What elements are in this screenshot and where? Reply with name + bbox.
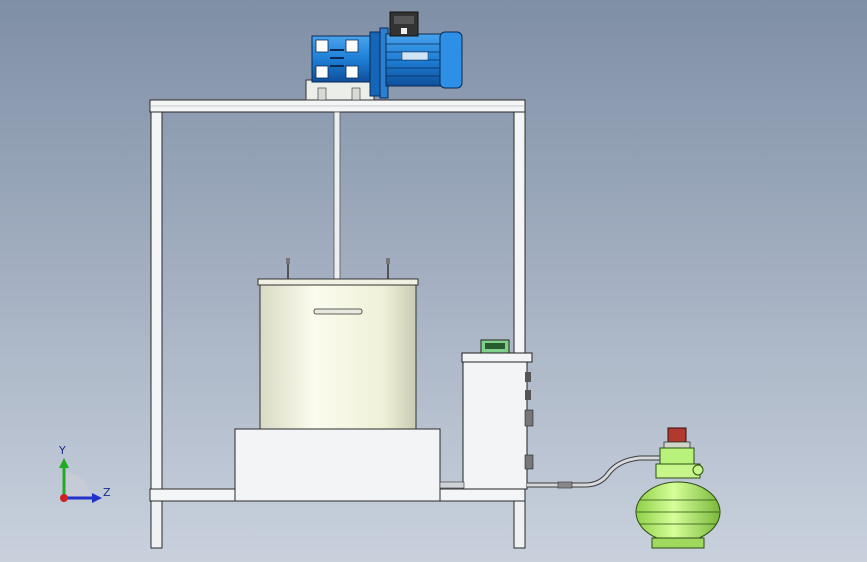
hose [527, 455, 660, 489]
side-pump [635, 427, 721, 549]
axis-triad: Y Z [58, 444, 111, 503]
motor-assembly [305, 11, 463, 101]
tank [257, 258, 419, 431]
control-box [439, 339, 534, 490]
y-axis-label: Y [58, 444, 66, 457]
left-leg [150, 111, 163, 549]
tank-base [234, 428, 441, 502]
z-axis-label: Z [103, 486, 111, 499]
shaft [333, 111, 341, 283]
